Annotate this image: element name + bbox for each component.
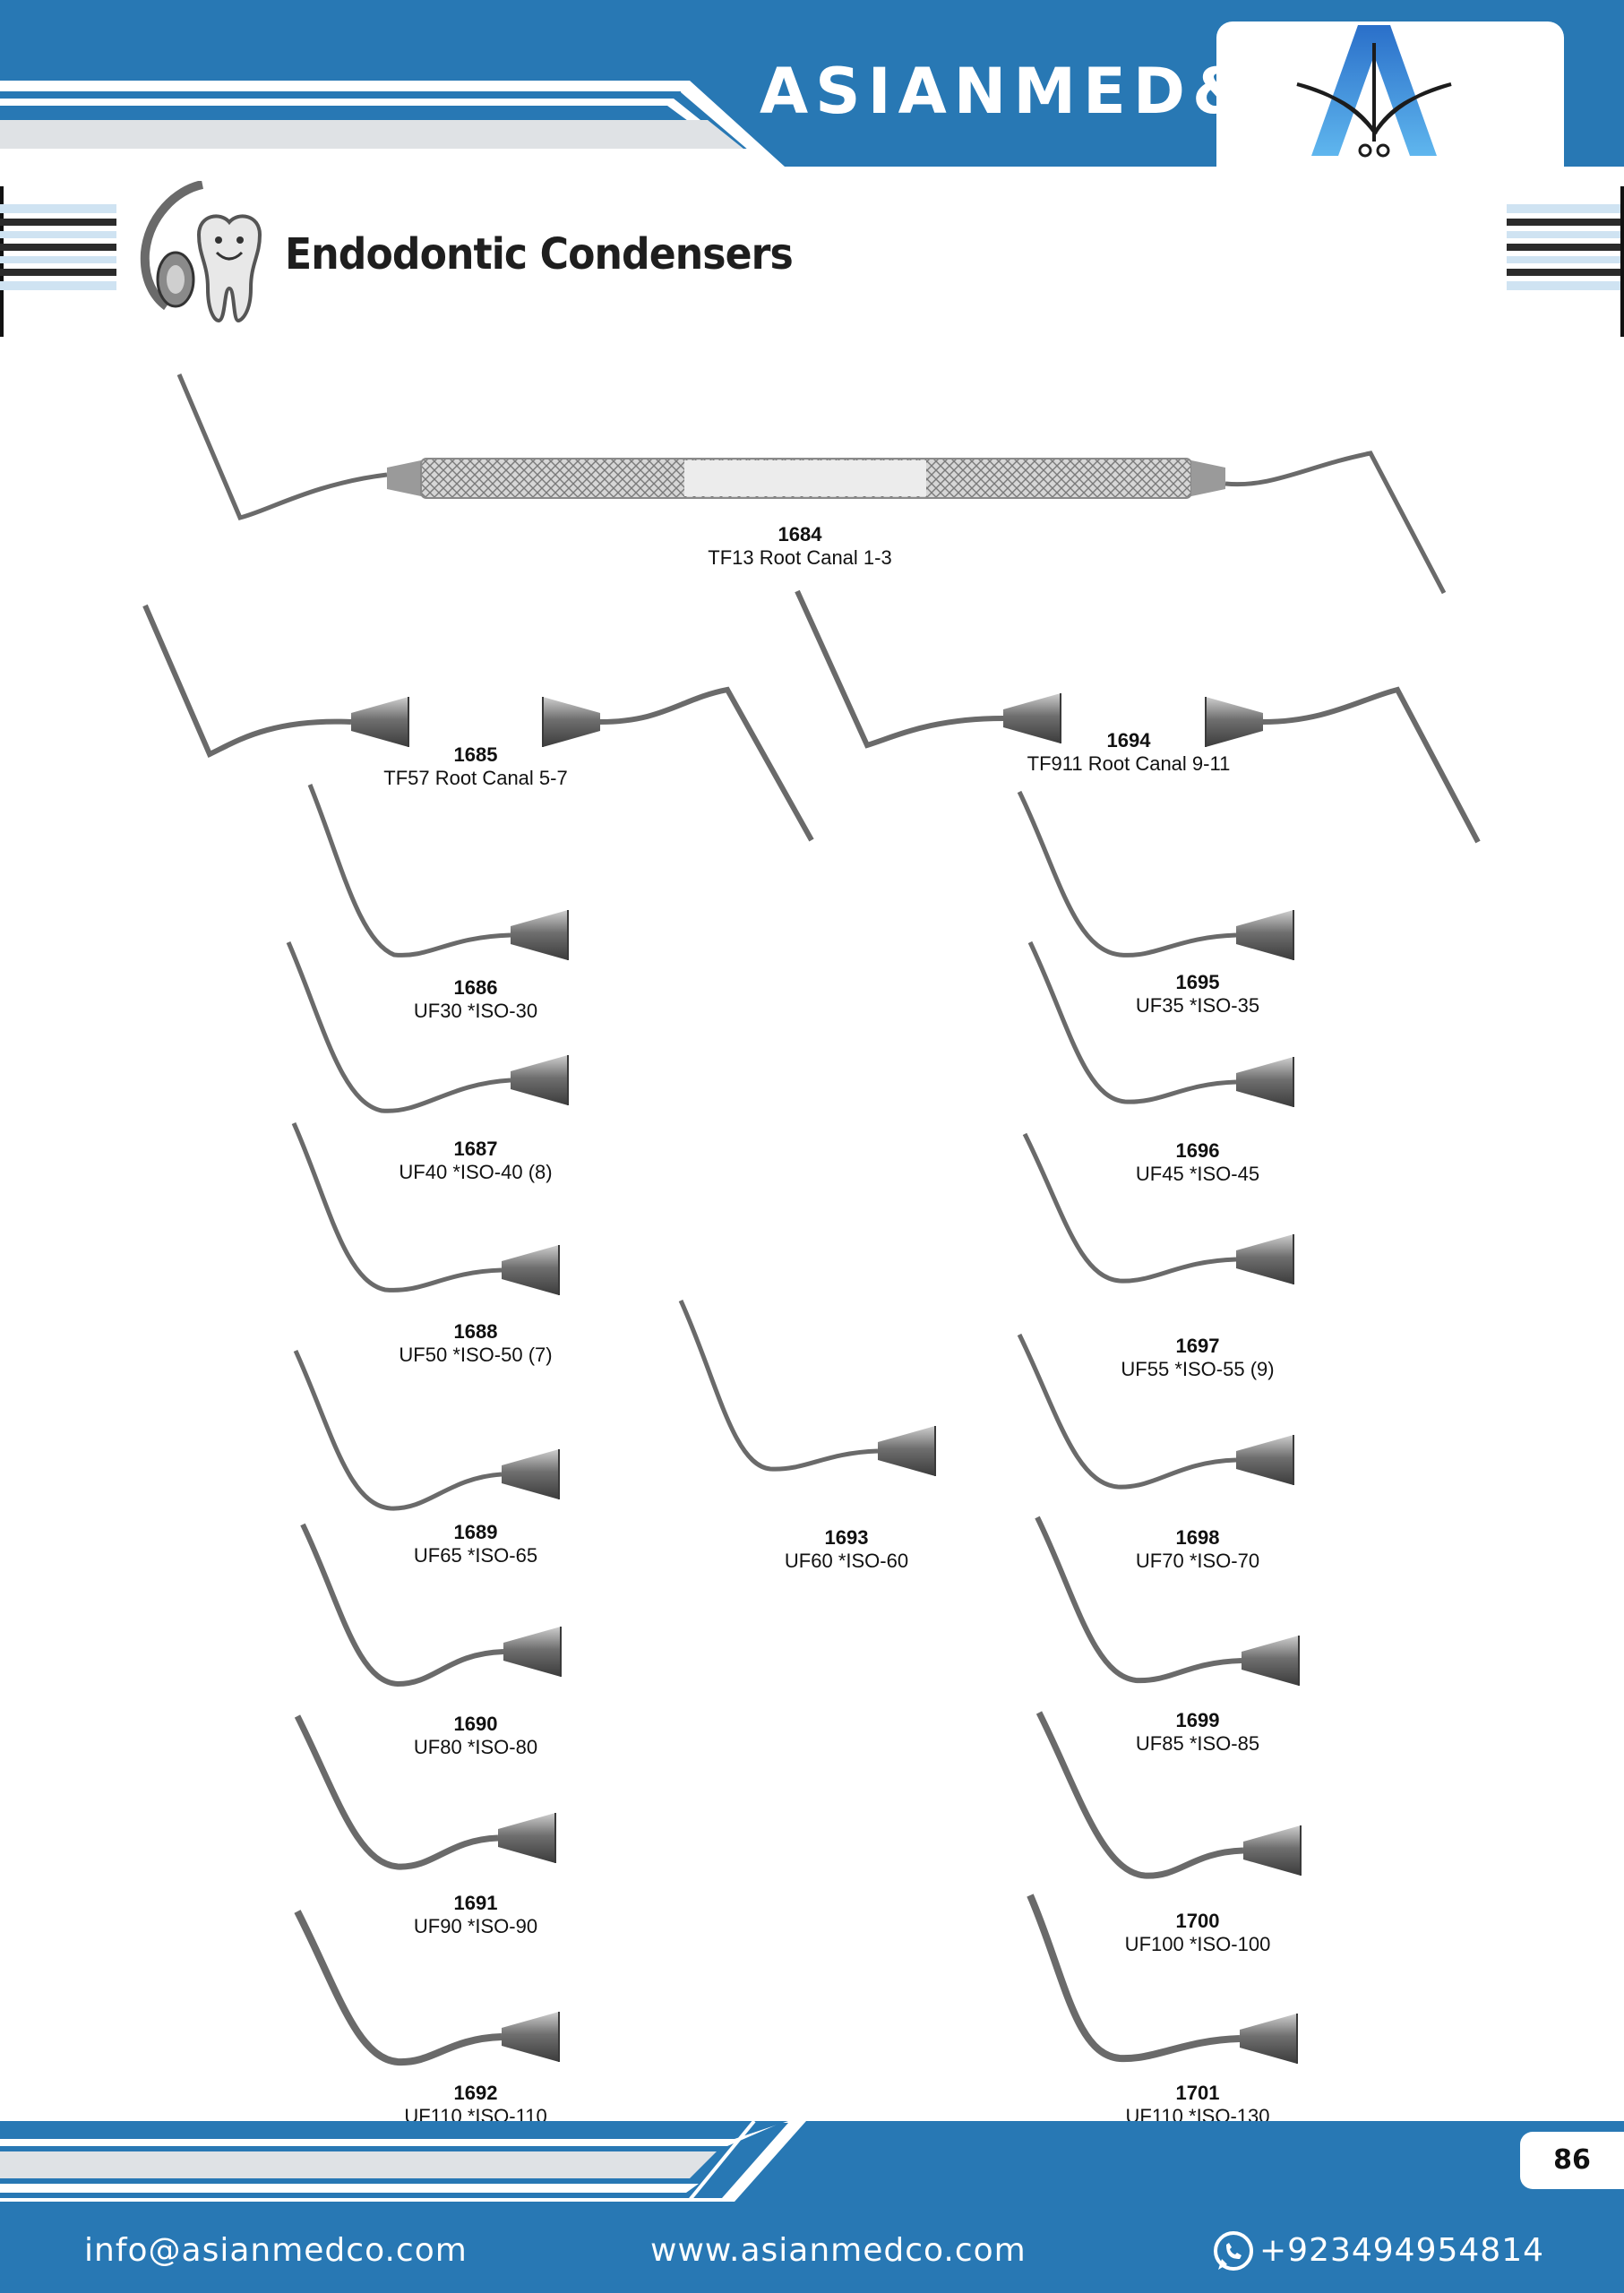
- product-caption-1689: 1689 UF65 *ISO-65: [414, 1521, 537, 1567]
- product-caption-1695: 1695 UF35 *ISO-35: [1136, 971, 1259, 1018]
- product-name: UF40 *ISO-40 (8): [399, 1161, 553, 1183]
- product-code: 1700: [1175, 1910, 1220, 1932]
- page-number: 86: [1520, 2132, 1624, 2189]
- product-code: 1701: [1175, 2082, 1220, 2104]
- product-caption-1696: 1696 UF45 *ISO-45: [1136, 1139, 1259, 1186]
- instrument-1687: [286, 941, 569, 1113]
- product-name: UF85 *ISO-85: [1135, 1732, 1260, 1755]
- product-name: UF50 *ISO-50 (7): [399, 1344, 553, 1366]
- footer-phone[interactable]: +923494954814: [1211, 2229, 1544, 2273]
- whatsapp-icon: [1214, 2231, 1253, 2271]
- product-code: 1692: [453, 2082, 498, 2104]
- product-name: UF45 *ISO-45: [1135, 1163, 1260, 1185]
- product-name: UF65 *ISO-65: [413, 1544, 538, 1567]
- product-name: UF80 *ISO-80: [413, 1736, 538, 1758]
- product-name: UF60 *ISO-60: [784, 1550, 909, 1572]
- page-header: ASIANMED&CO: [0, 0, 1624, 167]
- product-caption-1691: 1691 UF90 *ISO-90: [414, 1892, 537, 1938]
- product-code: 1699: [1175, 1709, 1220, 1731]
- product-caption-1685: 1685 TF57 Root Canal 5-7: [383, 743, 567, 790]
- instrument-1696: [1027, 940, 1294, 1108]
- product-code: 1693: [824, 1526, 869, 1549]
- instrument-1695: [1017, 790, 1294, 961]
- product-caption-1699: 1699 UF85 *ISO-85: [1136, 1709, 1259, 1756]
- tooth-mascot-icon: [140, 181, 262, 323]
- product-code: 1694: [1106, 729, 1151, 751]
- product-caption-1690: 1690 UF80 *ISO-80: [414, 1713, 537, 1759]
- product-code: 1691: [453, 1892, 498, 1914]
- product-name: UF70 *ISO-70: [1135, 1550, 1260, 1572]
- brand-logo-icon: [1216, 21, 1564, 167]
- product-caption-1697: 1697 UF55 *ISO-55 (9): [1121, 1335, 1274, 1381]
- product-caption-1694: 1694 TF911 Root Canal 9-11: [1027, 729, 1231, 776]
- title-decoration: [0, 186, 1624, 337]
- product-name: UF35 *ISO-35: [1135, 994, 1260, 1017]
- product-name: TF911 Root Canal 9-11: [1027, 752, 1231, 775]
- product-code: 1697: [1175, 1335, 1220, 1357]
- product-caption-1701: 1701 UF110 *ISO-130: [1125, 2082, 1269, 2121]
- product-code: 1686: [453, 976, 498, 999]
- brand-logo: [1216, 21, 1564, 167]
- footer-email[interactable]: info@asianmedco.com: [84, 2232, 468, 2269]
- product-caption-1700: 1700 UF100 *ISO-100: [1125, 1910, 1271, 1956]
- brand-name: ASIANMED&CO: [760, 55, 1368, 128]
- product-code: 1687: [453, 1138, 498, 1160]
- product-caption-1698: 1698 UF70 *ISO-70: [1136, 1526, 1259, 1573]
- product-name: UF30 *ISO-30: [413, 1000, 538, 1022]
- product-caption-1692: 1692 UF110 *ISO-110: [404, 2082, 546, 2121]
- instrument-1693: [678, 1299, 936, 1477]
- product-caption-1693: 1693 UF60 *ISO-60: [785, 1526, 908, 1573]
- product-name: TF57 Root Canal 5-7: [383, 767, 568, 789]
- product-name: UF110 *ISO-130: [1125, 2105, 1270, 2121]
- product-caption-1684: 1684 TF13 Root Canal 1-3: [708, 523, 891, 570]
- product-name: UF90 *ISO-90: [413, 1915, 538, 1937]
- product-code: 1685: [453, 743, 498, 766]
- instrument-1689: [293, 1349, 560, 1511]
- product-code: 1698: [1175, 1526, 1220, 1549]
- product-caption-1687: 1687 UF40 *ISO-40 (8): [399, 1138, 552, 1184]
- page-footer: [0, 2121, 1624, 2293]
- product-code: 1696: [1175, 1139, 1220, 1162]
- product-code: 1689: [453, 1521, 498, 1543]
- product-name: TF13 Root Canal 1-3: [708, 546, 892, 569]
- product-code: 1688: [453, 1320, 498, 1343]
- product-name: UF55 *ISO-55 (9): [1121, 1358, 1275, 1380]
- instrument-1686: [307, 784, 569, 961]
- product-name: UF100 *ISO-100: [1124, 1933, 1271, 1955]
- footer-phone-number: +923494954814: [1259, 2232, 1545, 2269]
- page-title: Endodontic Condensers: [285, 229, 794, 279]
- footer-banner: [0, 2121, 1624, 2293]
- product-code: 1695: [1175, 971, 1220, 993]
- product-code: 1684: [778, 523, 822, 545]
- section-title-row: Endodontic Condensers: [0, 176, 1624, 337]
- product-caption-1686: 1686 UF30 *ISO-30: [414, 976, 537, 1023]
- instrument-1685: [142, 604, 814, 842]
- product-caption-1688: 1688 UF50 *ISO-50 (7): [399, 1320, 552, 1367]
- product-code: 1690: [453, 1713, 498, 1735]
- footer-website[interactable]: www.asianmedco.com: [650, 2232, 1027, 2269]
- product-name: UF110 *ISO-110: [404, 2105, 547, 2121]
- instrument-1694: [795, 589, 1481, 844]
